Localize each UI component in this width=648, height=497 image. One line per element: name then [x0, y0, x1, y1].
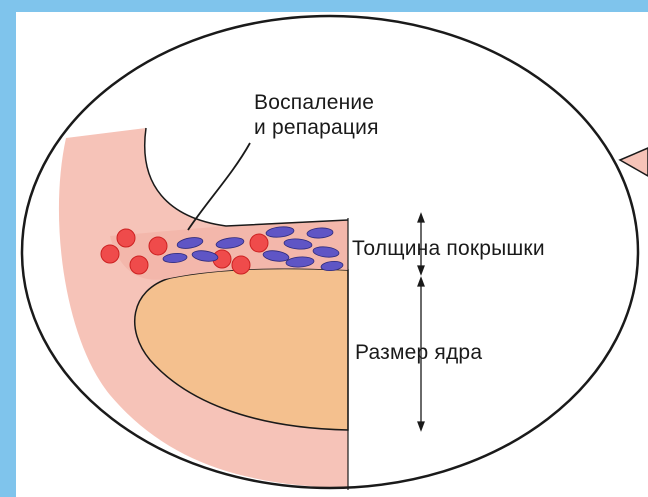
inflammatory-cell: [232, 256, 250, 274]
inflammatory-cell: [250, 234, 268, 252]
inflammatory-cell: [117, 229, 135, 247]
inflammatory-cell: [101, 245, 119, 263]
zoom-pointer: [620, 148, 648, 176]
frame-left: [0, 0, 16, 497]
inflammation-label-line2: и репарация: [254, 115, 379, 140]
inflammatory-cell: [149, 237, 167, 255]
core-size-label: Размер ядра: [355, 340, 482, 365]
inflammation-label-line1: Воспаление: [254, 90, 374, 115]
frame-top: [0, 0, 648, 12]
cap-thickness-label: Толщина покрышки: [352, 236, 545, 261]
inflammatory-cell: [130, 256, 148, 274]
callout-line: [188, 143, 250, 230]
